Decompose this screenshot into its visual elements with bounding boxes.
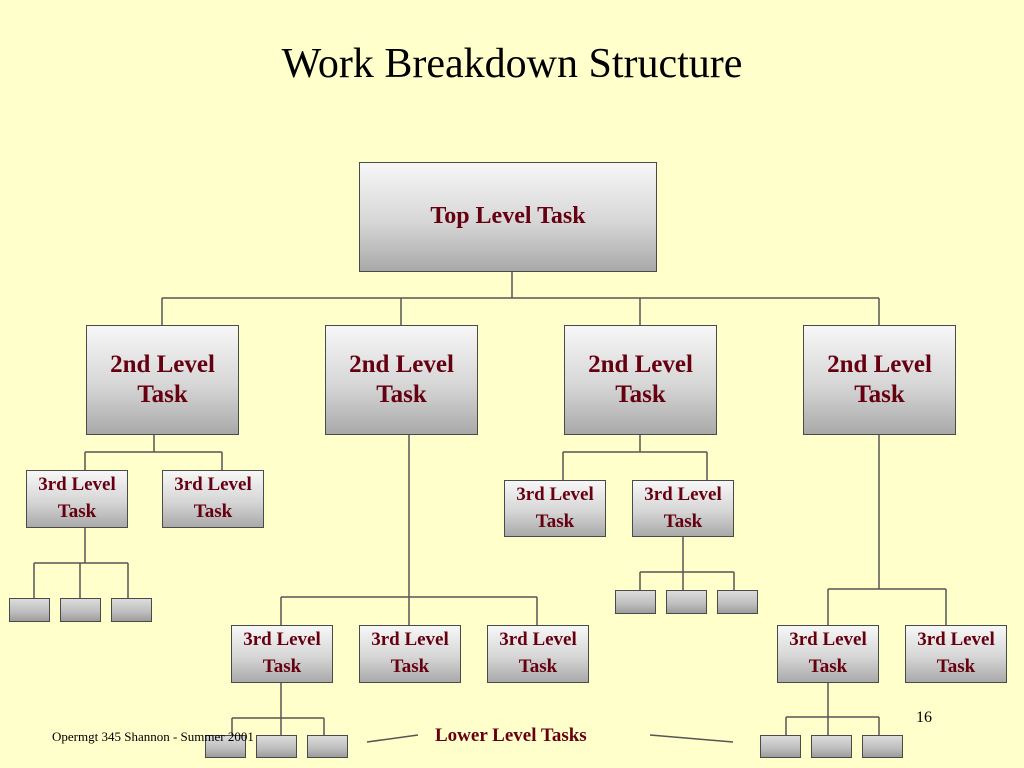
lower-level-tasks-label: Lower Level Tasks [435, 725, 587, 746]
lower-level-task [60, 598, 101, 622]
lower-level-task [111, 598, 152, 622]
lower-level-task [760, 735, 801, 758]
page-number: 16 [916, 709, 932, 726]
lower-level-task [9, 598, 50, 622]
lower-level-task [205, 735, 246, 758]
lower-level-task [256, 735, 297, 758]
lower-level-task [862, 735, 903, 758]
slide-footer: Opermgt 345 Shannon - Summer 2001 [52, 729, 254, 744]
slide-title: Work Breakdown Structure [281, 41, 743, 87]
top-level-task: Top Level Task [359, 162, 657, 272]
lower-level-task [615, 590, 656, 614]
lower-level-task [666, 590, 707, 614]
lower-level-task [307, 735, 348, 758]
lower-level-task [811, 735, 852, 758]
lower-level-task [717, 590, 758, 614]
